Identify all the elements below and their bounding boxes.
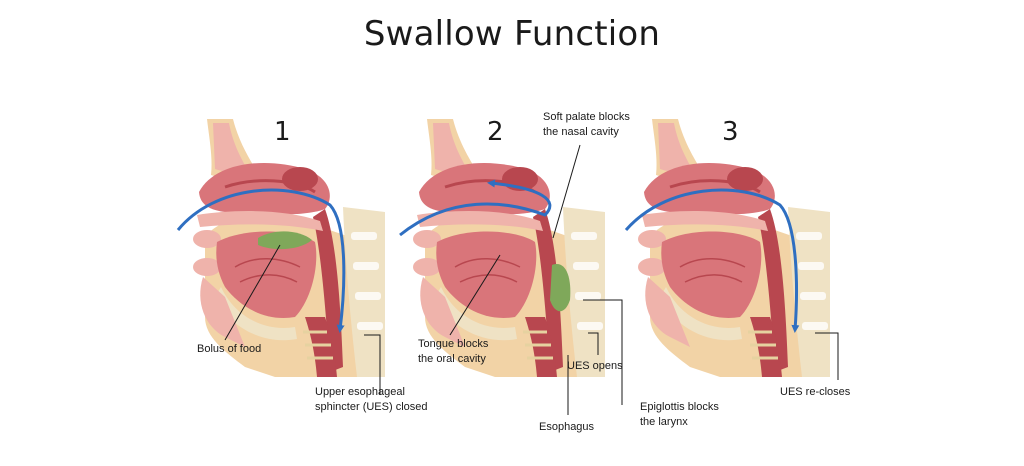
panel-2: 2 Soft palate blocks the nasal cavity To… (399, 111, 719, 433)
label-tongue-2: the oral cavity (418, 353, 486, 365)
label-ues-closed-2: sphincter (UES) closed (315, 401, 428, 413)
airflow-arrow (176, 188, 346, 333)
label-bolus: Bolus of food (197, 343, 261, 355)
label-ues-recloses: UES re-closes (780, 386, 851, 398)
bolus-shape (258, 231, 312, 250)
bolus-shape (550, 264, 571, 312)
label-soft-palate-2: the nasal cavity (543, 126, 619, 138)
label-epiglottis-2: the larynx (640, 416, 688, 428)
airflow-arrow (624, 188, 800, 333)
nasal-arrow (399, 179, 552, 237)
label-epiglottis-1: Epiglottis blocks (640, 401, 719, 413)
panel-2-number: 2 (487, 117, 504, 147)
panel-3-number: 3 (722, 117, 739, 147)
diagram-title: Swallow Function (363, 14, 661, 54)
panel-3: 3 UES re-closes (624, 117, 851, 398)
label-esophagus: Esophagus (539, 421, 595, 433)
panel-1: 1 Bolus of food Upper esophageal sphinct… (176, 117, 428, 413)
label-soft-palate-1: Soft palate blocks (543, 111, 630, 123)
panel-1-number: 1 (274, 117, 291, 147)
label-tongue-1: Tongue blocks (418, 338, 489, 350)
label-ues-closed-1: Upper esophageal (315, 386, 405, 398)
label-ues-opens: UES opens (567, 360, 623, 372)
